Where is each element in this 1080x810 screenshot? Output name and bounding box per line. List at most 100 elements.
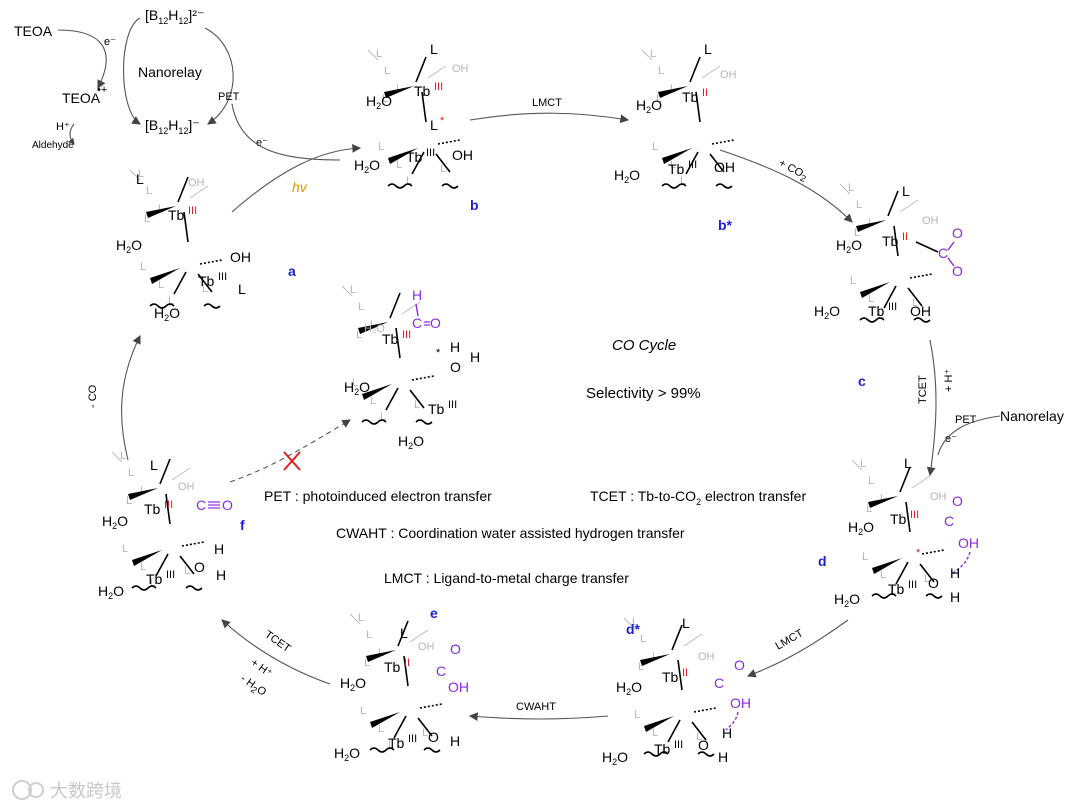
oxidation-state: III <box>888 301 897 313</box>
oxidation-state: III <box>166 569 175 581</box>
h-water-1: H <box>950 565 960 581</box>
selectivity-label: Selectivity > 99% <box>586 385 701 402</box>
complex-c: L Tb II OH H2O C O O Tb III OH H2O <box>814 181 963 323</box>
water-ligand: OH <box>922 215 939 227</box>
ligand-L: L <box>682 615 690 631</box>
formyl-c: C <box>412 315 422 331</box>
water-ligand: OH <box>188 177 205 189</box>
co-release-label: - CO <box>87 384 99 408</box>
teoa-label: TEOA <box>14 23 53 39</box>
water-ligand: OH <box>698 651 715 663</box>
oxidation-state-red: III <box>164 499 173 511</box>
tcet-right-label: TCET <box>917 375 929 404</box>
hydroxyl-cooh: OH <box>730 695 751 711</box>
oxidation-state: III <box>426 147 435 159</box>
water-ligand-2: OH <box>230 249 251 265</box>
oxidation-state: III <box>688 159 697 171</box>
h2o-ligand: H2O <box>836 237 862 255</box>
nanorelay-label: Nanorelay <box>138 64 202 80</box>
carbon-cooh2: C <box>436 663 446 679</box>
cwaht-label: CWAHT <box>516 701 556 713</box>
oh2-cooh2: OH <box>448 679 469 695</box>
oxidation-state-red: III <box>188 205 197 217</box>
water-ligand-2: OH <box>910 303 931 319</box>
h2o-ligand-2: H2O <box>814 303 840 321</box>
b12h12-minus-label: [B12H12]⁻ <box>145 117 200 136</box>
complex-e: L Tb II OH H2O C O OH Tb III O H H2O <box>334 611 469 763</box>
h-water-2: H <box>718 749 728 765</box>
legend-lmct: LMCT : Ligand-to-metal charge transfer <box>384 570 629 586</box>
water-ligand: OH <box>452 63 469 75</box>
h-water-2: H <box>216 567 226 583</box>
h2o-ligand-2: H2O <box>614 167 640 185</box>
tb-label-2: Tb <box>668 161 685 177</box>
formyl-side-complex: Tb III H₂O H2O H C O * O H H Tb III H2O <box>341 283 480 451</box>
h-water-2: H <box>950 589 960 605</box>
oxidation-state-red: III <box>402 329 411 341</box>
label-b: b <box>470 197 479 213</box>
oxygen-co2-1: O <box>952 225 963 241</box>
tcet-left-label: TCET <box>262 629 293 655</box>
tb-label-2: Tb <box>406 149 423 165</box>
tb-label: Tb <box>382 331 399 347</box>
oxidation-state: III <box>448 399 457 411</box>
ligand-L: L <box>400 625 408 641</box>
h2o-ligand: H2O <box>616 679 642 697</box>
carbon-co: C <box>196 497 206 513</box>
h-water-1: H <box>450 339 460 355</box>
tb-label-2: Tb <box>654 741 671 757</box>
carbon-co2: C <box>938 245 948 261</box>
h2o-ligand: H2O <box>116 237 142 255</box>
h2o-ligand-2: H2O <box>602 749 628 767</box>
oxygen-cooh: O <box>952 493 963 509</box>
ligand-L: L <box>902 183 910 199</box>
radical-dot-plus: •+ <box>97 84 107 96</box>
h2o-ligand: H2O <box>102 513 128 531</box>
b12h12-2minus-label: [B12H12]²⁻ <box>145 7 204 26</box>
formyl-h: H <box>412 287 422 303</box>
label-c: c <box>858 373 866 389</box>
h2o-ligand: H2O <box>848 519 874 537</box>
h2o-ligand: H2O <box>340 675 366 693</box>
watermark-text: 大数跨境 <box>50 781 122 801</box>
tb-label: Tb <box>414 83 431 99</box>
tb-label: Tb <box>682 89 699 105</box>
complex-a: L Tb III OH H2O Tb III OH H2O L <box>116 167 251 323</box>
h2o-ligand-2: H2O <box>398 433 424 451</box>
complex-f: L Tb III OH H2O C O Tb III O H H H2O <box>98 449 233 601</box>
cycle-arrows: hv LMCT + CO2 TCET + H⁺ PET Nanorelay e⁻… <box>87 97 1064 721</box>
oxygen-water: O <box>450 359 461 375</box>
electron-label: e⁻ <box>104 36 116 48</box>
oxidation-state-red: II <box>404 657 410 669</box>
pet-right-label: PET <box>955 414 977 426</box>
water-ligand: OH <box>178 481 195 493</box>
ligand-L: L <box>704 41 712 57</box>
excited-star: * <box>436 347 441 359</box>
ligand-L-2: L <box>238 281 246 297</box>
oxygen-water: O <box>194 559 205 575</box>
h2o-ligand: H2O <box>344 379 370 397</box>
blocked-cross-icon <box>283 451 301 471</box>
water-ligand: OH <box>930 491 947 503</box>
legend-cwaht: CWAHT : Coordination water assisted hydr… <box>336 525 685 541</box>
legend-tcet: TCET : Tb-to-CO2 electron transfer <box>590 488 806 507</box>
h2o-ligand-2: H2O <box>354 157 380 175</box>
carbon-cooh: C <box>714 675 724 691</box>
h-hydroxide: H <box>450 733 460 749</box>
tb-label: Tb <box>384 659 401 675</box>
legend-pet: PET : photoinduced electron transfer <box>264 488 492 504</box>
label-b-star: b* <box>718 217 733 233</box>
oxidation-state-red: III <box>910 509 919 521</box>
oxygen-cooh2: O <box>450 641 461 657</box>
carbon-cooh: C <box>944 513 954 529</box>
oxidation-state-red: II <box>902 231 908 243</box>
tb-label: Tb <box>882 233 899 249</box>
tb-label: Tb <box>144 501 161 517</box>
h-plus-right-label: + H⁺ <box>943 369 955 392</box>
pet-label: PET <box>218 91 240 103</box>
oxidation-state: III <box>908 579 917 591</box>
oxygen-hydroxide: O <box>428 729 439 745</box>
oxidation-state-red: III <box>434 81 443 93</box>
tb-label: Tb <box>662 669 679 685</box>
